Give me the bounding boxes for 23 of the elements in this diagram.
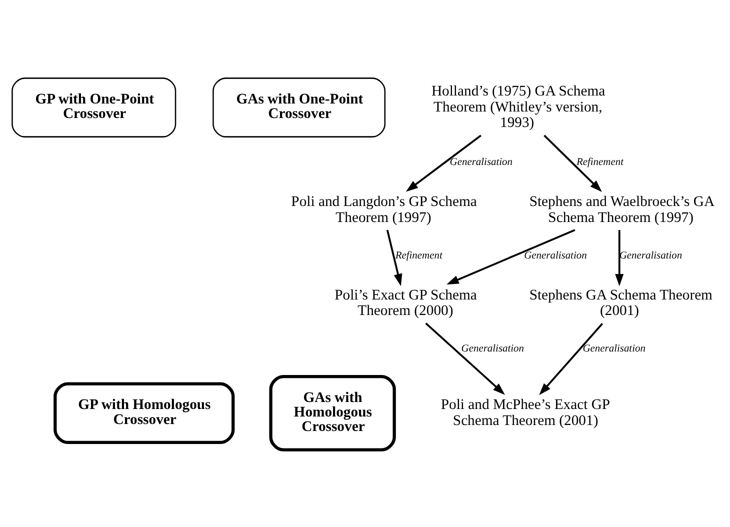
arrow (406, 134, 482, 192)
node-box: GAs with Homologous Crossover (269, 374, 396, 451)
edge-label: Generalisation (461, 342, 524, 354)
node-text: Holland’s (1975) GA Schema Theorem (Whitley’s version, 1993) (431, 83, 606, 131)
edge-label: Generalisation (582, 342, 646, 354)
edge-label: Generalisation (450, 156, 513, 168)
arrow (539, 322, 604, 395)
node-text: Poli’s Exact GP Schema Theorem (2000) (334, 286, 477, 318)
edge-label: Generalisation (524, 250, 587, 261)
node-text: Poli and McPhee’s Exact GP Schema Theorem (2001) (440, 396, 610, 428)
arrow (615, 230, 624, 286)
node-text: Stephens and Waelbroeck’s GA Schema Theorem (1997) (529, 194, 715, 226)
node-box: GAs with One-Point Crossover (212, 77, 386, 137)
arrow (425, 322, 505, 394)
arrow (386, 229, 402, 286)
edge-label: Refinement (395, 250, 442, 261)
node-box: GP with One-Point Crossover (12, 77, 176, 137)
arrow (544, 134, 602, 192)
arrow (446, 228, 576, 284)
node-box: GP with Homologous Crossover (54, 382, 235, 444)
edge-label: Refinement (576, 156, 624, 168)
node-text: Stephens GA Schema Theorem (2001) (529, 286, 712, 318)
node-text: Poli and Langdon’s GP Schema Theorem (1997) (291, 194, 477, 226)
